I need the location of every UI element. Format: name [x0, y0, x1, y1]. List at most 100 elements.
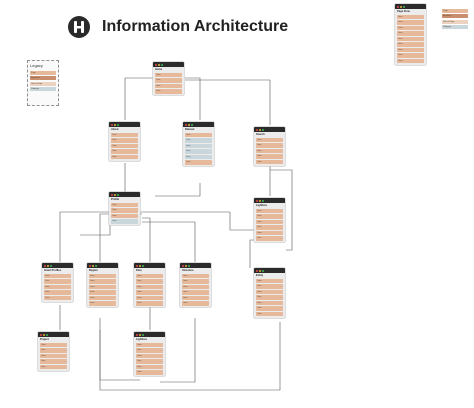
node-item[interactable]: Item — [185, 138, 212, 143]
node-item[interactable]: Item — [256, 306, 283, 311]
node-item[interactable]: Item — [256, 214, 283, 219]
node-item[interactable]: Item — [136, 364, 163, 369]
node-item[interactable]: Item — [256, 230, 283, 235]
node-item[interactable]: Item — [256, 278, 283, 283]
node-item[interactable]: Item — [256, 284, 283, 289]
node-item[interactable]: Item — [111, 154, 138, 159]
window-dot-icon — [117, 123, 119, 126]
node-item[interactable]: Item — [256, 219, 283, 224]
node-item[interactable]: Item — [89, 279, 116, 284]
node-item[interactable]: Item — [397, 47, 424, 52]
node-item[interactable]: Item — [397, 31, 424, 36]
node-item[interactable]: Item — [256, 154, 283, 159]
node-item[interactable]: Item — [111, 219, 138, 224]
node-item[interactable]: Item — [44, 273, 71, 278]
node-item[interactable]: Item — [182, 279, 209, 284]
node-item[interactable]: Item — [155, 83, 182, 88]
node-item[interactable]: Item — [136, 284, 163, 289]
node-item[interactable]: Item — [89, 290, 116, 295]
node-item[interactable]: Item — [111, 213, 138, 218]
node-item[interactable]: Item — [397, 20, 424, 25]
node-item[interactable]: Item — [111, 138, 138, 143]
node-item[interactable]: Item — [182, 273, 209, 278]
node-item[interactable]: Item — [397, 14, 424, 19]
window-dot-icon — [89, 264, 91, 267]
node-item[interactable]: Item — [89, 273, 116, 278]
node-item[interactable]: Item — [136, 342, 163, 347]
node-item[interactable]: Item — [256, 225, 283, 230]
window-bar — [42, 263, 73, 268]
node-item[interactable]: Item — [136, 290, 163, 295]
node-item[interactable]: Item — [256, 295, 283, 300]
node-item[interactable]: Item — [40, 353, 67, 358]
node-item[interactable]: Item — [256, 148, 283, 153]
node-item[interactable]: Item — [40, 348, 67, 353]
node-item[interactable]: Item — [185, 143, 212, 148]
node-item[interactable]: Item — [256, 300, 283, 305]
node-item[interactable]: Item — [89, 301, 116, 306]
node-item[interactable]: Item — [136, 348, 163, 353]
node-item[interactable]: Item — [397, 36, 424, 41]
node-item[interactable]: Item — [397, 25, 424, 30]
node-item[interactable]: Item — [185, 160, 212, 165]
node-item[interactable]: Item — [111, 202, 138, 207]
node-item[interactable]: Item — [256, 143, 283, 148]
node-item[interactable]: Item — [256, 236, 283, 241]
node-item[interactable]: Item — [155, 78, 182, 83]
node-item[interactable]: Item — [256, 208, 283, 213]
node-item[interactable]: Item — [44, 295, 71, 300]
node-item[interactable]: Item — [111, 149, 138, 154]
node-item[interactable]: Item — [89, 295, 116, 300]
node-item[interactable]: Item — [397, 58, 424, 63]
node-item[interactable]: Item — [182, 301, 209, 306]
window-dot-icon — [139, 264, 141, 267]
node-item[interactable]: Item — [182, 284, 209, 289]
node-item[interactable]: Item — [182, 290, 209, 295]
node-item[interactable]: Item — [44, 284, 71, 289]
node-item[interactable]: Item — [136, 273, 163, 278]
node-item[interactable]: Item — [40, 359, 67, 364]
node-item[interactable]: Item — [89, 284, 116, 289]
node-item[interactable]: Item — [155, 72, 182, 77]
node-item[interactable]: Item — [111, 132, 138, 137]
node-item[interactable]: Item — [256, 137, 283, 142]
node-item[interactable]: Item — [44, 279, 71, 284]
node-item[interactable]: Item — [397, 53, 424, 58]
node-item[interactable]: Item — [111, 143, 138, 148]
node-item[interactable]: Item — [136, 359, 163, 364]
node-item[interactable]: Item — [256, 159, 283, 164]
node-item[interactable]: Item — [44, 290, 71, 295]
node-item[interactable]: Item — [256, 289, 283, 294]
node-item[interactable]: Item — [185, 132, 212, 137]
node-item[interactable]: Item — [136, 301, 163, 306]
node-item[interactable]: Item — [185, 154, 212, 159]
window-dot-icon — [397, 5, 399, 8]
node-item[interactable]: Item — [155, 89, 182, 94]
node-item[interactable]: Item — [136, 353, 163, 358]
node-item[interactable]: Item — [136, 295, 163, 300]
node-item[interactable]: Item — [397, 42, 424, 47]
legend-item: Subpage — [30, 87, 56, 91]
node-item[interactable]: Item — [136, 279, 163, 284]
node-item[interactable]: Item — [185, 149, 212, 154]
node-item[interactable]: Item — [256, 311, 283, 316]
node-item[interactable]: Item — [40, 364, 67, 369]
node-item[interactable]: Item — [111, 208, 138, 213]
node-item[interactable]: Item — [182, 295, 209, 300]
node-item[interactable]: Item — [40, 342, 67, 347]
node-item[interactable]: Item — [136, 370, 163, 375]
